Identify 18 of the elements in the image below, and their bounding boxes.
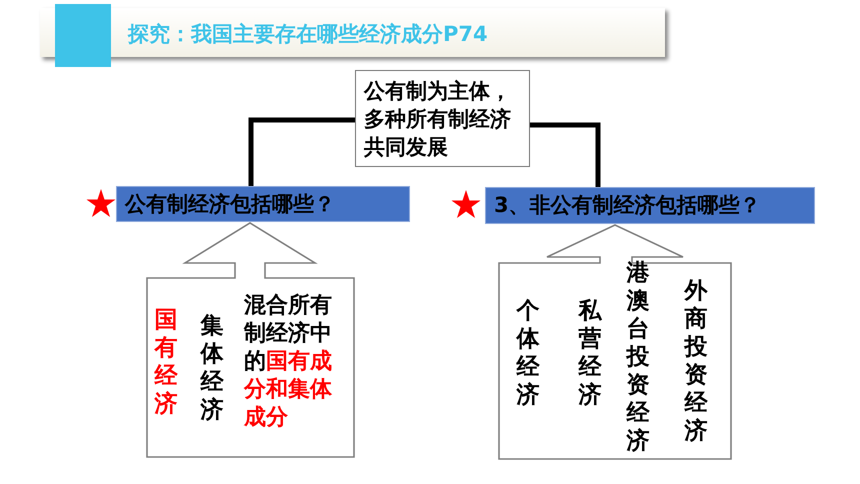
text-box	[355, 70, 530, 167]
vertical-text: 国有经济	[154, 306, 178, 418]
box-text: 公有制为主体，多种所有制经济共同发展	[364, 78, 512, 161]
vertical-text: 私营经济	[578, 297, 602, 409]
connector-line	[530, 122, 600, 187]
vertical-text: 外商投资经济	[684, 277, 708, 445]
question-text: 公有制经济包括哪些？	[125, 191, 335, 218]
connector-line	[248, 118, 355, 186]
callout-box	[498, 224, 732, 460]
question-text: 3、非公有制经济包括哪些？	[494, 192, 761, 219]
vertical-text: 港澳台投资经济	[626, 259, 650, 455]
vertical-text: 个体经济	[516, 297, 540, 409]
callout-box	[146, 222, 355, 458]
vertical-text: 集体经济	[200, 312, 224, 424]
question-bar	[485, 187, 815, 224]
title: 探究：我国主要存在哪些经济成分P74	[128, 21, 488, 48]
callout-text: 混合所有制经济中的国有成分和集体成分	[244, 292, 333, 432]
question-bar	[116, 186, 410, 222]
